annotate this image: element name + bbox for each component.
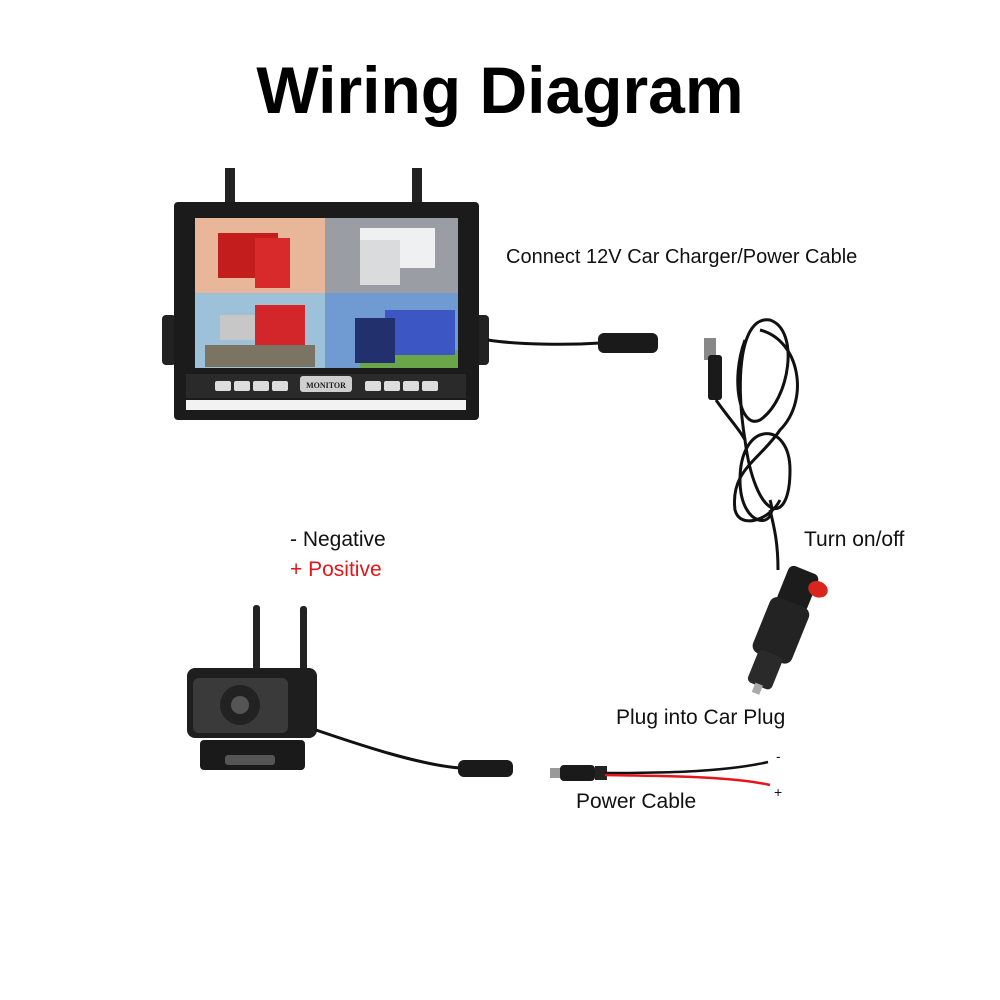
monitor-antenna-left	[225, 168, 235, 208]
monitor-screen	[195, 218, 458, 368]
camera-dc-connector	[458, 760, 513, 777]
label-plug-into-car: Plug into Car Plug	[616, 706, 786, 729]
camera-cable	[315, 728, 461, 770]
dc-female-connector	[598, 333, 658, 353]
power-switch	[808, 580, 828, 598]
car-charger-cable	[704, 318, 799, 571]
label-negative: - Negative	[290, 528, 386, 551]
camera	[187, 605, 317, 770]
power-cable	[550, 760, 771, 787]
page-title: Wiring Diagram	[256, 53, 744, 127]
car-cigarette-plug	[747, 565, 828, 695]
label-power-cable: Power Cable	[576, 790, 697, 813]
label-connect-charger: Connect 12V Car Charger/Power Cable	[506, 246, 858, 268]
label-plus-sign: +	[774, 784, 783, 800]
label-positive: + Positive	[290, 558, 382, 581]
monitor-buttons	[215, 376, 438, 392]
monitor-power-cable	[487, 338, 601, 346]
label-minus-sign: -	[776, 748, 781, 764]
monitor: MONITOR	[162, 168, 489, 420]
monitor-antenna-right	[412, 168, 422, 208]
monitor-brand-label: MONITOR	[306, 381, 346, 390]
label-turn-on-off: Turn on/off	[804, 528, 905, 551]
